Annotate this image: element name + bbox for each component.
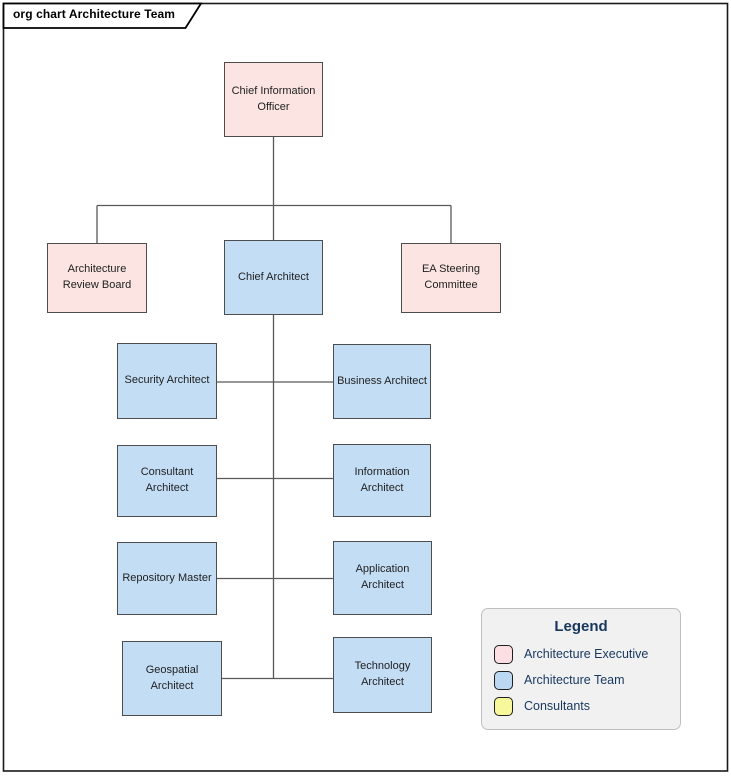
legend-item-label: Consultants	[524, 699, 591, 713]
legend-item-architecture-team: Architecture Team	[494, 669, 680, 691]
legend-title: Legend	[554, 618, 608, 635]
legend-item-consultants: Consultants	[494, 695, 680, 717]
node-geospatial-architect[interactable]: Geospatial Architect	[122, 641, 222, 716]
legend-item-label: Architecture Team	[524, 673, 625, 687]
node-technology-architect[interactable]: Technology Architect	[333, 637, 432, 713]
legend-swatch-consultants	[494, 696, 513, 716]
frame-tab	[2, 2, 203, 29]
node-label: Consultant Architect	[140, 466, 194, 494]
node-label: Repository Master	[122, 571, 212, 584]
node-label: Technology Architect	[354, 660, 411, 688]
node-label: EA Steering Committee	[421, 263, 481, 291]
node-label: Chief Architect	[238, 270, 309, 283]
node-architecture-review-board[interactable]: Architecture Review Board	[47, 243, 147, 313]
node-label: Business Architect	[337, 374, 427, 387]
node-label: Geospatial Architect	[145, 663, 199, 692]
node-chief-information-officer[interactable]: Chief Information Officer	[224, 62, 323, 137]
legend-item-architecture-executive: Architecture Executive	[494, 643, 680, 665]
node-label: Information Architect	[354, 465, 410, 494]
legend-items: Architecture Executive Architecture Team…	[494, 643, 680, 717]
legend-swatch-architecture-executive	[494, 644, 513, 664]
frame-tab-label: org chart Architecture Team	[13, 7, 176, 21]
node-information-architect[interactable]: Information Architect	[333, 444, 431, 517]
legend-item-label: Architecture Executive	[524, 647, 649, 661]
node-ea-steering-committee[interactable]: EA Steering Committee	[401, 243, 501, 313]
legend[interactable]: Legend Architecture Executive Architectu…	[481, 608, 681, 730]
node-repository-master[interactable]: Repository Master	[117, 542, 217, 615]
node-label: Chief Information Officer	[231, 84, 316, 113]
node-business-architect[interactable]: Business Architect	[333, 344, 431, 419]
node-label: Architecture Review Board	[62, 263, 132, 291]
node-consultant-architect[interactable]: Consultant Architect	[117, 445, 217, 517]
node-label: Application Architect	[355, 563, 410, 591]
legend-swatch-architecture-team	[494, 670, 513, 690]
node-chief-architect[interactable]: Chief Architect	[224, 240, 323, 315]
node-security-architect[interactable]: Security Architect	[117, 343, 217, 419]
node-application-architect[interactable]: Application Architect	[333, 541, 432, 615]
node-label: Security Architect	[124, 374, 210, 387]
